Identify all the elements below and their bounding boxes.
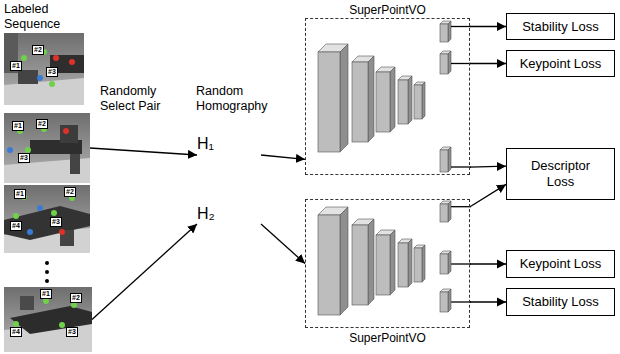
flow-arrow — [470, 184, 506, 206]
sequence-frame: #1 #2 #3 #4 — [4, 287, 92, 352]
sequence-photo — [4, 113, 90, 183]
callout-number: #2 — [32, 45, 44, 55]
callout-number: #1 — [12, 121, 24, 131]
flow-arrow — [92, 224, 197, 320]
network-name: SuperPointVO — [306, 3, 469, 17]
network-box: SuperPointVO — [305, 199, 470, 328]
flow-arrow — [470, 263, 506, 264]
loss-box: Descriptor Loss — [506, 148, 615, 200]
sequence-photo — [4, 185, 90, 253]
flow-arrow — [470, 63, 506, 64]
ellipsis-dots — [45, 261, 49, 283]
callout-number: #4 — [10, 221, 22, 231]
callout-number: #3 — [18, 153, 30, 163]
loss-label: Keypoint Loss — [520, 56, 602, 72]
sequence-frame: #1 #2 #3 #4 — [4, 185, 90, 253]
loss-box: Keypoint Loss — [506, 250, 615, 278]
flow-arrow — [470, 301, 506, 302]
network-box: SuperPointVO — [305, 18, 470, 175]
loss-box: Stability Loss — [506, 288, 615, 316]
flow-arrow — [261, 224, 305, 264]
network-name: SuperPointVO — [306, 331, 469, 345]
homography-symbol: H₂ — [197, 205, 261, 223]
callout-number: #1 — [40, 289, 52, 299]
flow-arrow — [470, 26, 506, 27]
caption-label: Randomly Select Pair — [100, 84, 186, 114]
network-layers — [318, 201, 451, 315]
loss-label: Stability Loss — [522, 294, 599, 310]
callout-number: #2 — [36, 119, 48, 129]
homography-symbol: H₁ — [197, 135, 261, 153]
sequence-frame: #1 #2 #3 — [4, 113, 90, 183]
flow-arrow — [470, 166, 506, 168]
sequence-photo — [4, 287, 92, 352]
callout-number: #2 — [70, 293, 82, 303]
caption-label: Labeled Sequence — [4, 2, 70, 32]
callout-number: #3 — [46, 67, 58, 77]
callout-number: #2 — [64, 187, 76, 197]
homography-box: H₂ — [197, 205, 261, 243]
sequence-photo — [4, 33, 84, 105]
homography-box: H₁ — [197, 135, 261, 175]
callout-number: #3 — [50, 217, 62, 227]
loss-box: Keypoint Loss — [506, 50, 615, 77]
callout-number: #1 — [14, 189, 26, 199]
caption-label: Random Homography — [196, 84, 278, 114]
sequence-frame: #1 #2 #3 — [4, 33, 84, 105]
loss-label: Stability Loss — [522, 19, 599, 35]
callout-number: #1 — [10, 61, 22, 71]
output-stub — [451, 27, 471, 303]
flow-arrow — [261, 155, 305, 159]
network-layers — [318, 21, 451, 172]
callout-number: #3 — [66, 327, 78, 337]
loss-label: Keypoint Loss — [520, 256, 602, 272]
loss-label: Descriptor Loss — [521, 158, 601, 190]
callout-number: #4 — [10, 327, 22, 337]
flow-arrow — [90, 148, 197, 155]
loss-box: Stability Loss — [506, 13, 615, 40]
